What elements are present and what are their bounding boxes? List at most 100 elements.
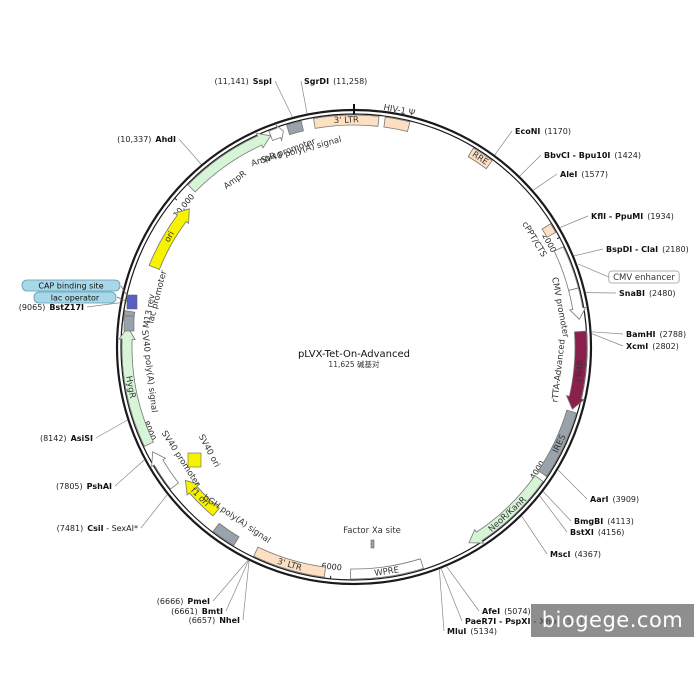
site-aari-label: AarI(3909)	[590, 495, 639, 504]
feature-wpre-label: WPRE	[374, 565, 400, 578]
site-bstz17i[interactable]: (9065)BstZ17I	[19, 302, 121, 312]
site-econi-label: EcoNI(1170)	[515, 127, 571, 136]
cmv-enhancer-label: CMV enhancer	[613, 273, 675, 283]
site-bamhi-label: BamHI(2788)	[626, 330, 686, 339]
site-mlui[interactable]: MluI(5134)	[438, 569, 497, 636]
site-xcmi-label: XcmI(2802)	[626, 342, 679, 351]
feature-lac-box[interactable]	[126, 294, 138, 310]
boxed-lac-operator[interactable]: lac operator	[33, 291, 129, 304]
site-xcmi[interactable]: XcmI(2802)	[591, 333, 679, 351]
feature-factor-xa-mark[interactable]	[370, 539, 375, 549]
site-sspi-leader	[274, 80, 293, 118]
feature-ampr-arc	[187, 132, 272, 193]
site-bmgbi-leader	[542, 491, 572, 522]
site-afei-leader	[446, 566, 480, 612]
site-bamhi-leader	[591, 331, 624, 335]
feature-rtetr[interactable]: rTetR	[565, 330, 588, 410]
feature-rtetr-label: rTetR	[574, 359, 586, 382]
site-afei-label: AfeI(5074)	[482, 607, 531, 616]
site-bstxi[interactable]: BstXI(4156)	[539, 495, 625, 537]
feature-sv40pa2[interactable]	[286, 120, 304, 136]
feature-ampr[interactable]	[187, 132, 272, 193]
site-kfli-leader	[559, 215, 589, 228]
feature-bgh[interactable]	[212, 522, 240, 546]
site-nhei[interactable]: (6657)NheI	[189, 560, 250, 625]
plasmid-name: pLVX-Tet-On-Advanced	[298, 349, 410, 360]
boxed-cap-site-label: CAP binding site	[38, 282, 103, 291]
feature-hiv-psi[interactable]: HIV-1 Ψ	[383, 103, 417, 133]
boxed-lac-operator-label: lac operator	[51, 294, 100, 303]
boxed-cap-site[interactable]: CAP binding site	[21, 279, 129, 298]
feature-m13-box[interactable]	[123, 315, 135, 332]
site-pshai[interactable]: (7805)PshAI	[56, 459, 145, 491]
site-ahdi[interactable]: (10,337)AhdI	[117, 135, 202, 165]
site-csii-label: (7481)CsiI - SexAI*	[57, 524, 138, 533]
site-snabi-label: SnaBI(2480)	[619, 289, 676, 298]
t-sv40pa-left-label: SV40 poly(A) signal	[139, 330, 159, 414]
feature-ori[interactable]: ori	[148, 208, 190, 271]
site-afei[interactable]: AfeI(5074)	[446, 566, 531, 616]
site-bamhi[interactable]: BamHI(2788)	[591, 330, 687, 339]
backbone-outer	[115, 108, 593, 586]
site-csii-leader	[140, 494, 168, 529]
site-csii[interactable]: (7481)CsiI - SexAI*	[57, 494, 168, 533]
site-asisi-label: (8142)AsiSI	[40, 434, 93, 443]
feature-sv40prom-arc	[151, 451, 180, 490]
feature-ires-arc	[537, 409, 577, 477]
site-bmti[interactable]: (6661)BmtI	[171, 560, 249, 616]
site-bstz17i-leader	[86, 302, 121, 308]
site-bmgbi-label: BmgBI(4113)	[574, 517, 634, 526]
site-sgrdi[interactable]: SgrDI(11,258)	[300, 77, 367, 114]
site-nhei-leader	[242, 560, 250, 621]
site-sspi[interactable]: (11,141)SspI	[215, 77, 293, 118]
site-aari[interactable]: AarI(3909)	[557, 469, 639, 504]
feature-cppt-arc	[541, 223, 557, 238]
site-asisi-leader	[95, 419, 128, 439]
feature-cmv-prom-arc	[568, 287, 587, 320]
site-bspdi[interactable]: BspDI - ClaI(2180)	[573, 245, 689, 257]
boxed-lac-operator-box	[33, 291, 117, 304]
site-msci-leader	[521, 515, 548, 555]
site-asisi[interactable]: (8142)AsiSI	[40, 419, 128, 443]
feature-wpre[interactable]: WPRE	[350, 558, 424, 580]
site-msci-label: MscI(4367)	[550, 550, 601, 559]
site-bbvci-label: BbvCI - Bpu10I(1424)	[544, 151, 641, 160]
feature-hygr[interactable]: HygR	[118, 326, 154, 447]
site-bspdi-leader	[573, 248, 604, 257]
feature-ltr3-arc	[253, 546, 327, 578]
site-econi[interactable]: EcoNI(1170)	[494, 127, 571, 156]
feature-ampr-prom[interactable]	[268, 123, 284, 142]
restriction-sites: EcoNI(1170) BbvCI - Bpu10I(1424) AleI(1577…	[19, 77, 689, 636]
boxed-cap-site-box	[21, 279, 121, 292]
site-bbvci[interactable]: BbvCI - Bpu10I(1424)	[519, 151, 641, 177]
site-pshai-label: (7805)PshAI	[56, 482, 112, 491]
site-pmei-label: (6666)PmeI	[157, 597, 210, 606]
feature-sv40prom[interactable]	[151, 451, 180, 490]
site-kfli[interactable]: KflI - PpuMI(1934)	[559, 212, 674, 228]
feature-ltr5-arc	[312, 114, 380, 129]
feature-ampr-prom-arc	[268, 123, 284, 142]
site-alei-label: AleI(1577)	[560, 170, 608, 179]
tick-label: 6000	[321, 561, 342, 572]
feature-hygr-label: HygR	[123, 375, 137, 399]
site-bstxi-leader	[539, 495, 568, 533]
site-msci[interactable]: MscI(4367)	[521, 515, 601, 559]
site-pmei-leader	[212, 559, 249, 602]
site-xcmi-leader	[591, 333, 624, 347]
site-paer7i-leader	[440, 568, 463, 622]
feature-neor[interactable]: NeoR/KanR	[468, 475, 544, 544]
site-snabi[interactable]: SnaBI(2480)	[585, 289, 676, 298]
site-alei-leader	[532, 173, 558, 191]
site-bmgbi[interactable]: BmgBI(4113)	[542, 491, 634, 526]
site-sgrdi-leader	[300, 80, 308, 114]
feature-sv40ori-box[interactable]	[187, 452, 202, 468]
site-alei[interactable]: AleI(1577)	[532, 170, 608, 191]
feature-ltr5[interactable]: 3' LTR	[312, 114, 380, 129]
site-kfli-label: KflI - PpuMI(1934)	[591, 212, 674, 221]
t-rtta-label: rTTA-Advanced	[550, 339, 567, 403]
site-pmei[interactable]: (6666)PmeI	[157, 559, 249, 606]
feature-ltr5-label: 3' LTR	[334, 115, 360, 126]
site-ahdi-leader	[178, 138, 202, 165]
feature-wpre-arc	[350, 558, 424, 580]
